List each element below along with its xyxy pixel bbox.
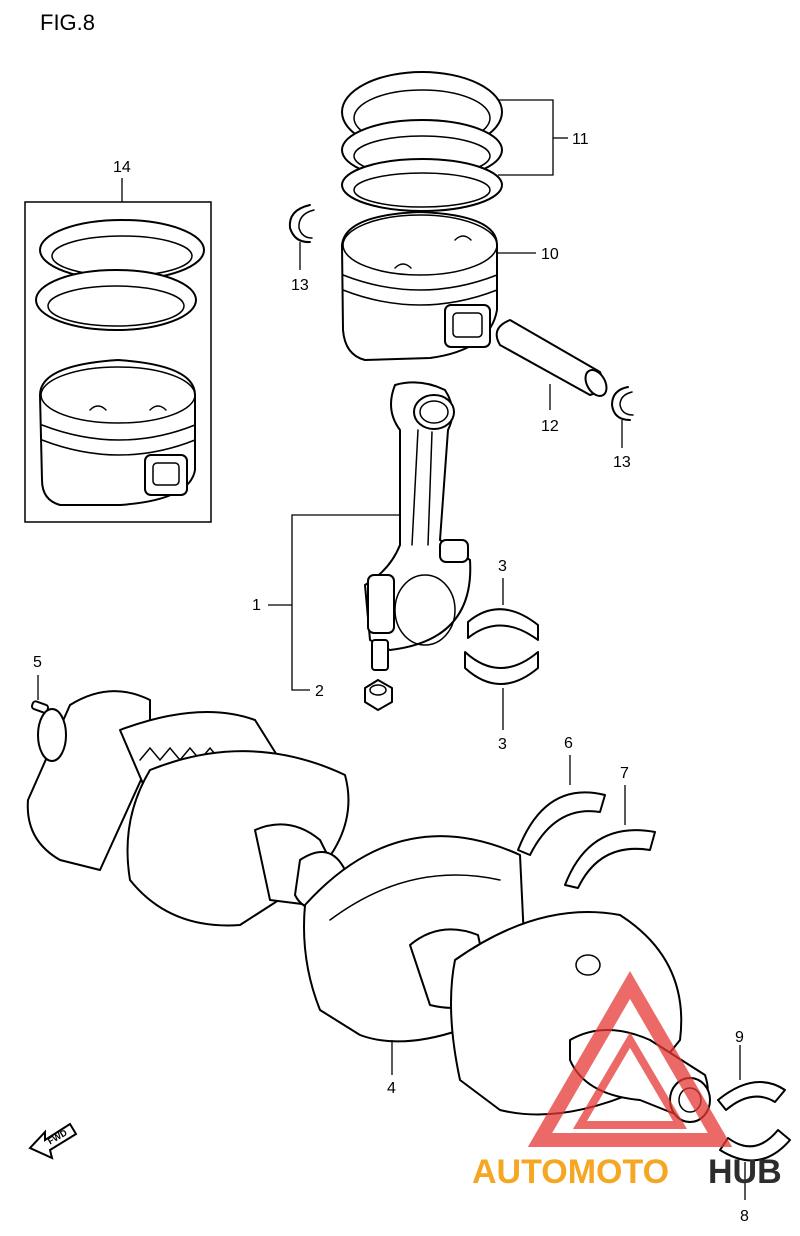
part-12-piston-pin bbox=[495, 319, 608, 410]
part-8-main-bearing bbox=[719, 1129, 791, 1200]
part-14-piston-set bbox=[24, 178, 212, 523]
callout-1: 1 bbox=[252, 597, 261, 614]
watermark-text-part1: AUTOMOTO bbox=[472, 1153, 669, 1191]
callout-5: 5 bbox=[33, 654, 42, 671]
callout-8: 8 bbox=[740, 1208, 749, 1225]
part-7-thrust-bearing bbox=[564, 785, 656, 889]
part-6-thrust-bearing bbox=[517, 755, 606, 856]
callout-12: 12 bbox=[541, 418, 559, 435]
watermark-triangle-icon bbox=[527, 971, 733, 1147]
callout-10: 10 bbox=[541, 246, 559, 263]
callout-9: 9 bbox=[735, 1029, 744, 1046]
callout-2: 2 bbox=[315, 683, 324, 700]
part-13-circlip-left bbox=[288, 204, 315, 270]
part-2-nut bbox=[364, 679, 393, 711]
part-3-bearing-upper bbox=[467, 578, 539, 641]
part-1-connecting-rod bbox=[268, 381, 472, 691]
callout-3-lower: 3 bbox=[498, 736, 507, 753]
part-11-piston-rings bbox=[341, 71, 568, 212]
watermark-logo bbox=[527, 971, 733, 1147]
callout-11: 11 bbox=[572, 131, 589, 148]
fwd-arrow-icon: FWD bbox=[28, 1122, 78, 1160]
part-5-dowel-pin bbox=[30, 675, 50, 714]
figure-title: FIG.8 bbox=[40, 10, 95, 35]
watermark-text-part2: HUB bbox=[708, 1153, 782, 1191]
part-9-main-bearing bbox=[717, 1045, 786, 1111]
callout-13-right: 13 bbox=[613, 454, 631, 471]
part-3-bearing-lower bbox=[464, 651, 539, 730]
callout-13-left: 13 bbox=[291, 277, 309, 294]
callout-14: 14 bbox=[113, 159, 131, 176]
callout-4: 4 bbox=[387, 1080, 396, 1097]
part-13-circlip-right bbox=[611, 386, 634, 448]
callout-6: 6 bbox=[564, 735, 573, 752]
callout-7: 7 bbox=[620, 765, 629, 782]
part-4-crankshaft bbox=[26, 690, 711, 1123]
callout-3-upper: 3 bbox=[498, 558, 507, 575]
part-10-piston bbox=[341, 211, 536, 361]
